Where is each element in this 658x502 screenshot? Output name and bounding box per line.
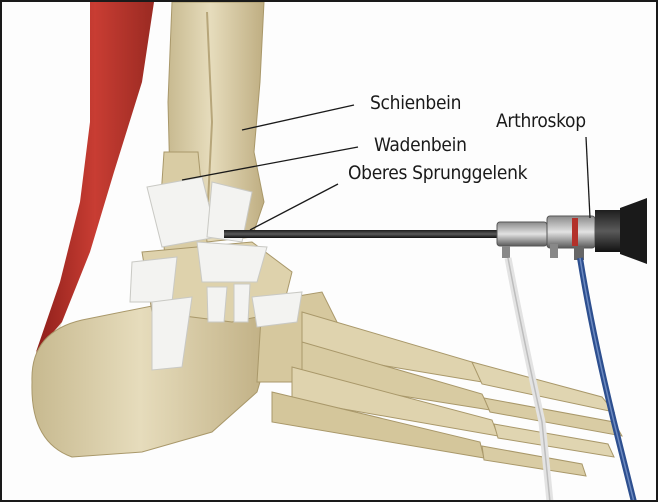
arthroscope-instrument [224,198,647,264]
foot-bones [32,242,622,476]
fibula-label: Wadenbein [374,136,467,155]
tibia-leader-line [242,105,354,130]
arthroscope-leader-line [586,137,590,218]
upper-ankle-joint-label: Oberes Sprunggelenk [348,164,527,183]
tibia-label: Schienbein [370,94,461,113]
joint-leader-line [250,184,338,230]
arthroscope-label: Arthroskop [496,112,586,131]
